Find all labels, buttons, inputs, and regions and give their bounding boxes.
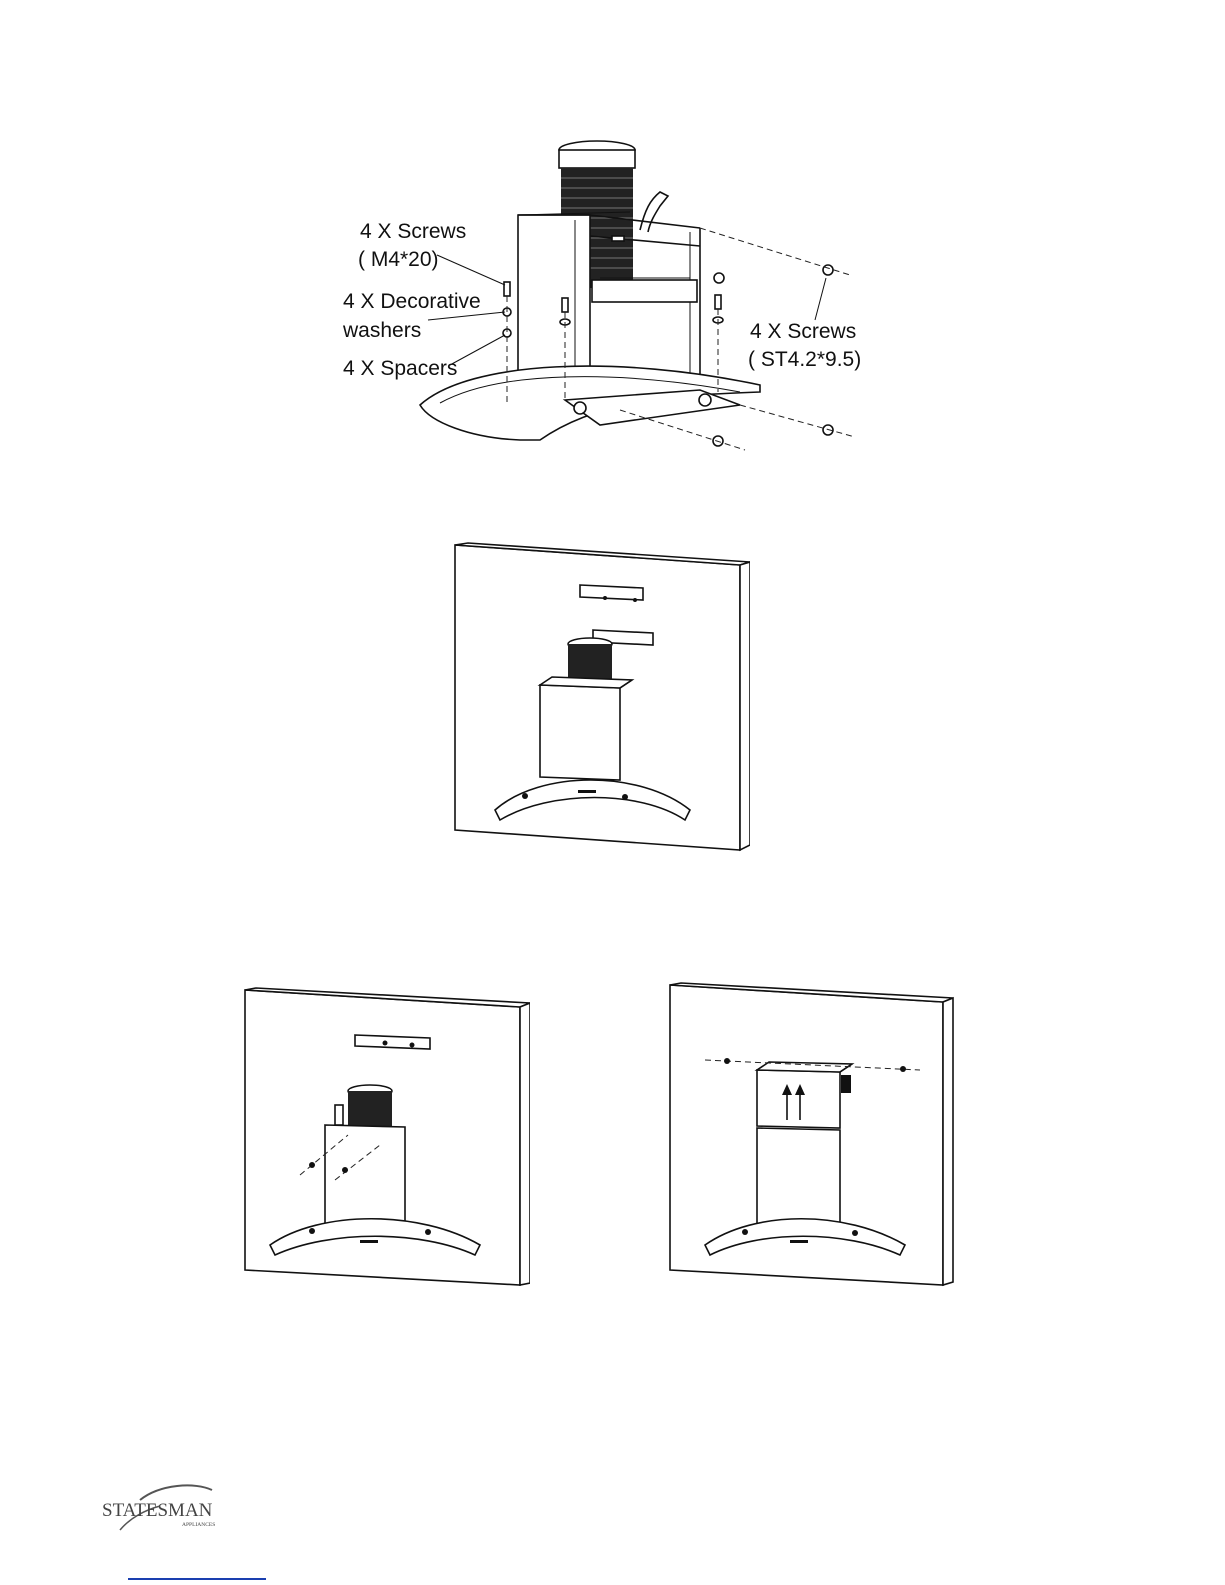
wall-bracket (355, 1035, 430, 1049)
label-screws-m4: 4 X Screws (360, 220, 466, 243)
footer-link-underline[interactable] (128, 1578, 266, 1580)
upper-chimney (757, 1070, 840, 1128)
label-screws-st: 4 X Screws (750, 320, 856, 343)
label-screws-st-size: ( ST4.2*9.5) (748, 348, 861, 371)
figure-3-duct-fitting (240, 985, 530, 1290)
label-decorative-washers: 4 X Decorative (343, 290, 481, 313)
figure-1-exploded-assembly: 4 X Screws ( M4*20) 4 X Decorative washe… (0, 0, 1225, 480)
statesman-logo: STATESMAN APPLIANCES (100, 1478, 240, 1538)
label-screws-m4-size: ( M4*20) (358, 248, 439, 271)
logo-tagline: APPLIANCES (182, 1522, 215, 1528)
label-decorative-washers-2: washers (342, 319, 421, 342)
lower-chimney (757, 1128, 840, 1230)
power-cable-icon (640, 192, 668, 232)
figure-4-chimney-extension (665, 980, 955, 1290)
figure-2-wall-mount (440, 540, 750, 860)
logo-name: STATESMAN (102, 1500, 213, 1521)
label-spacers: 4 X Spacers (343, 357, 457, 380)
chimney-cover (325, 1125, 405, 1230)
chimney-cover (540, 685, 620, 780)
